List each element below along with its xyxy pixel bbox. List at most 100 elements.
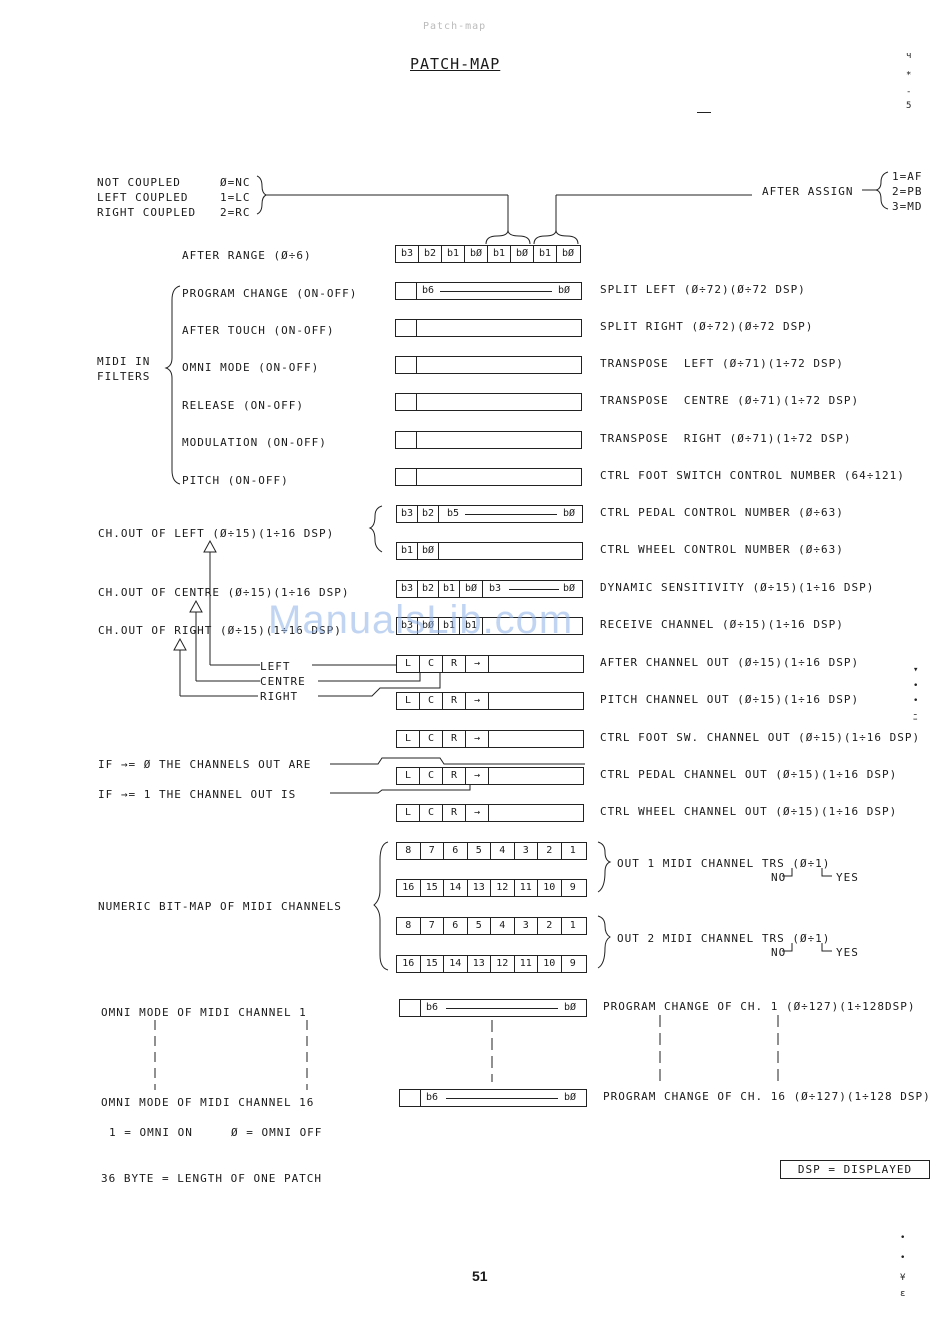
- bitmap-cell: 3: [515, 843, 538, 859]
- after-assign-code-1: 2=PB: [892, 185, 923, 198]
- right-label-4: TRANSPOSE RIGHT (Ø÷71)(1÷72 DSP): [600, 432, 852, 445]
- svg-text:ε: ε: [900, 1289, 905, 1299]
- lcr-cell: R: [443, 693, 466, 709]
- bitmap-cell: 8: [397, 918, 421, 934]
- bitmap-cell: 11: [515, 956, 538, 972]
- midi-in-label: MIDI IN: [97, 355, 151, 368]
- bitmap-cell: 2: [538, 918, 562, 934]
- out1-label: OUT 1 MIDI CHANNEL TRS (Ø÷1): [617, 857, 831, 870]
- right-label-0: SPLIT LEFT (Ø÷72)(Ø÷72 DSP): [600, 283, 806, 296]
- svg-text:•: •: [900, 1233, 905, 1243]
- bitmap-cell: 3: [515, 918, 538, 934]
- bitmap-cell: 16: [397, 880, 421, 896]
- lcr-cell: R: [443, 656, 466, 672]
- bitmap-cell: 1: [569, 920, 576, 931]
- bitmap-cell: 9: [569, 882, 576, 893]
- lcr-cell: L: [397, 693, 420, 709]
- out1-no: NO: [771, 871, 787, 884]
- right-label-5: CTRL FOOT SWITCH CONTROL NUMBER (64÷121): [600, 469, 905, 482]
- omni-ch1: OMNI MODE OF MIDI CHANNEL 1: [101, 1006, 307, 1019]
- bitmap-cell: 15: [421, 956, 444, 972]
- lcr-label-right: RIGHT: [260, 690, 299, 703]
- out2-label: OUT 2 MIDI CHANNEL TRS (Ø÷1): [617, 932, 831, 945]
- lcr-cell: R: [443, 731, 466, 747]
- patch-length-note: 36 BYTE = LENGTH OF ONE PATCH: [101, 1172, 323, 1185]
- lcr-cell: →: [466, 656, 489, 672]
- coupling-code-1: 1=LC: [220, 191, 251, 204]
- bitmap-cell: 5: [468, 918, 491, 934]
- right-label-6: CTRL PEDAL CONTROL NUMBER (Ø÷63): [600, 506, 844, 519]
- lcr-cell: →: [466, 805, 489, 821]
- split-left-box: b6 bØ: [395, 282, 582, 300]
- bitmap-cell: 7: [421, 918, 444, 934]
- lcr-cell: C: [420, 656, 443, 672]
- svg-text:∗: ∗: [906, 69, 911, 79]
- lcr-cell: →: [466, 768, 489, 784]
- dynamic-sensitivity-box: b3 b2 b1 bØ b3 bØ: [396, 580, 583, 598]
- bitmap-cell: 9: [569, 958, 576, 969]
- bitmap-cell: 4: [491, 918, 515, 934]
- svg-text:ﾆ: ﾆ: [913, 713, 918, 723]
- program-change-ch16-box: b6 bØ: [399, 1089, 587, 1107]
- foot-switch-number-box: [395, 468, 582, 486]
- right-label-2: TRANSPOSE LEFT (Ø÷71)(1÷72 DSP): [600, 357, 844, 370]
- bitmap-cell: 13: [468, 956, 491, 972]
- out2-no: NO: [771, 946, 787, 959]
- ch-out-centre: CH.OUT OF CENTRE (Ø÷15)(1÷16 DSP): [98, 586, 350, 599]
- coupling-label-2: RIGHT COUPLED: [97, 206, 197, 219]
- out1-yes: YES: [836, 871, 859, 884]
- filter-item-2: OMNI MODE (ON-OFF): [182, 361, 320, 374]
- right-label-12: CTRL FOOT SW. CHANNEL OUT (Ø÷15)(1÷16 DS…: [600, 731, 921, 744]
- bitmap-cell: 7: [421, 843, 444, 859]
- bitmap-cell: 15: [421, 880, 444, 896]
- lcr-cell: →: [466, 731, 489, 747]
- lcr-label-left: LEFT: [260, 660, 291, 673]
- bitmap-cell: 6: [444, 843, 468, 859]
- bitmap-cell: 5: [468, 843, 491, 859]
- page-title: PATCH-MAP: [410, 55, 501, 73]
- right-label-13: CTRL PEDAL CHANNEL OUT (Ø÷15)(1÷16 DSP): [600, 768, 898, 781]
- svg-text:ч: ч: [906, 51, 911, 61]
- dsp-legend-box: DSP = DISPLAYED: [780, 1160, 930, 1179]
- svg-text:5: 5: [906, 101, 911, 111]
- program-change-ch1-box: b6 bØ: [399, 999, 587, 1017]
- ctrl-wheel-number-box: b1 bØ: [396, 542, 583, 560]
- if-note-0: IF →= Ø THE CHANNELS OUT ARE: [98, 758, 312, 771]
- after-range-label: AFTER RANGE (Ø÷6): [182, 249, 312, 262]
- omni-ch16: OMNI MODE OF MIDI CHANNEL 16: [101, 1096, 315, 1109]
- lcr-cell: R: [443, 768, 466, 784]
- lcr-cell: L: [397, 656, 420, 672]
- lcr-label-centre: CENTRE: [260, 675, 306, 688]
- filter-item-4: MODULATION (ON-OFF): [182, 436, 327, 449]
- filter-item-5: PITCH (ON-OFF): [182, 474, 289, 487]
- lcr-cell: R: [443, 805, 466, 821]
- out2-yes: YES: [836, 946, 859, 959]
- lcr-cell: C: [420, 805, 443, 821]
- lcr-cell: L: [397, 805, 420, 821]
- bitmap-cell: 2: [538, 843, 562, 859]
- after-assign-code-0: 1=AF: [892, 170, 923, 183]
- lcr-cell: L: [397, 731, 420, 747]
- lcr-cell: C: [420, 731, 443, 747]
- ctrl-pedal-number-box: b3 b2 b5 bØ: [396, 505, 583, 523]
- right-label-1: SPLIT RIGHT (Ø÷72)(Ø÷72 DSP): [600, 320, 814, 333]
- right-label-10: AFTER CHANNEL OUT (Ø÷15)(1÷16 DSP): [600, 656, 860, 669]
- bitmap-cell: 10: [538, 880, 562, 896]
- svg-text:•: •: [913, 696, 918, 706]
- lcr-cell: L: [397, 768, 420, 784]
- split-right-box: [395, 319, 582, 337]
- right-label-3: TRANSPOSE CENTRE (Ø÷71)(1÷72 DSP): [600, 394, 860, 407]
- short-rule: [697, 112, 711, 113]
- right-label-7: CTRL WHEEL CONTROL NUMBER (Ø÷63): [600, 543, 844, 556]
- lcr-cell: →: [466, 693, 489, 709]
- bitmap-cell: 4: [491, 843, 515, 859]
- program-change-ch1-label: PROGRAM CHANGE OF CH. 1 (Ø÷127)(1÷128DSP…: [603, 1000, 916, 1013]
- svg-text:•: •: [913, 681, 918, 691]
